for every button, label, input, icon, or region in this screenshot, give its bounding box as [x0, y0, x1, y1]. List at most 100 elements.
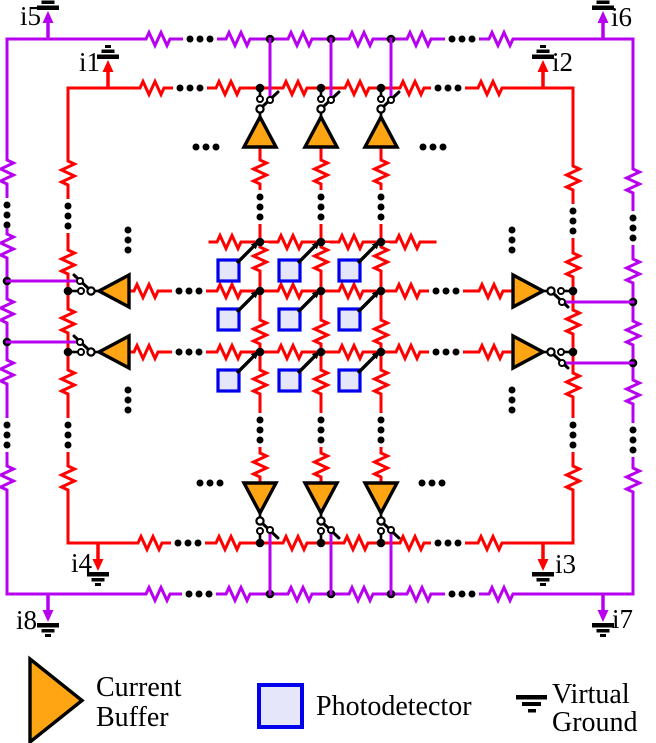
resistor-icon [472, 533, 508, 553]
ellipsis-dots-icon [171, 537, 205, 549]
current-buffer-right-1 [511, 273, 573, 309]
resistor-icon [401, 29, 437, 49]
terminal-label: i7 [612, 604, 633, 634]
ellipsis-dots-icon [122, 223, 134, 257]
switch-contact [317, 527, 325, 535]
switch-contact [557, 348, 565, 356]
resistor-icon [140, 29, 176, 49]
resistor-icon [220, 584, 256, 604]
ellipsis-dots-icon [375, 413, 387, 447]
ellipsis-dots-icon [173, 82, 207, 94]
legend-current-buffer-line2: Buffer [96, 702, 169, 733]
red-wire-network [58, 78, 583, 553]
legend: Current Buffer Photodetector Virtual Gro… [28, 655, 638, 743]
resistor-icon [390, 232, 426, 252]
switch-pivot [546, 347, 556, 357]
resistor-icon [0, 293, 17, 329]
resistor-icon [211, 281, 247, 301]
terminal-label: i3 [555, 549, 576, 579]
resistor-icon [132, 533, 168, 553]
switch-contact [377, 95, 385, 103]
terminal-i4: i4 [71, 541, 111, 588]
switch-contact [327, 96, 335, 104]
ellipsis-dots-icon [429, 346, 463, 358]
resistor-icon [211, 342, 247, 362]
resistor-icon [210, 78, 246, 98]
terminal-i2: i2 [530, 43, 573, 90]
current-buffer-top-3 [363, 88, 401, 149]
resistor-icon [483, 584, 519, 604]
terminal-label: i1 [79, 47, 100, 77]
resistor-icon [272, 232, 308, 252]
current-buffer-icon [363, 481, 399, 515]
switch-pivot [316, 104, 326, 114]
current-buffer-bottom-2 [303, 481, 341, 543]
ellipsis-dots-icon [375, 190, 387, 224]
right-red-bus [563, 160, 583, 496]
resistor-icon [563, 367, 583, 403]
resistor-icon [250, 447, 270, 483]
resistor-icon [311, 364, 331, 400]
terminal-label: i2 [552, 47, 573, 77]
switch-contact [387, 96, 395, 104]
switch-contact [256, 95, 264, 103]
terminal-i8: i8 [16, 592, 61, 639]
legend-virtual-ground-line1: Virtual [552, 679, 630, 710]
switch-contact [77, 287, 85, 295]
resistor-icon [128, 281, 164, 301]
resistor-icon [563, 460, 583, 496]
virtual-ground-icon [35, 592, 61, 639]
resistor-icon [58, 155, 78, 191]
resistor-icon [338, 533, 374, 553]
resistor-icon [623, 374, 643, 410]
ellipsis-dots-icon [567, 418, 579, 452]
resistor-icon [623, 253, 643, 289]
switch-contact [256, 527, 264, 535]
current-buffer-left-1 [68, 273, 131, 309]
ellipsis-dots-icon [122, 383, 134, 417]
ellipsis-dots-icon [506, 223, 518, 257]
resistor-icon [401, 584, 437, 604]
resistor-icon [211, 232, 247, 252]
current-buffers [68, 88, 573, 543]
switch-pivot [255, 104, 265, 114]
ellipsis-dots-icon [431, 537, 465, 549]
switch-pivot [255, 516, 265, 526]
switch-pivot [86, 347, 96, 357]
resistor-icon [343, 584, 379, 604]
switch-contact [327, 526, 335, 534]
ellipsis-dots-icon [315, 190, 327, 224]
terminal-label: i8 [16, 605, 37, 635]
ellipsis-dots-icon [254, 190, 266, 224]
ellipsis-dots-icon [429, 285, 463, 297]
current-buffer-icon [511, 334, 545, 370]
left-red-bus [58, 155, 78, 496]
resistor-icon [623, 462, 643, 498]
resistor-icon [277, 78, 313, 98]
switch-pivot [546, 286, 556, 296]
current-buffer-bottom-1 [242, 481, 280, 543]
resistor-icon [250, 314, 270, 350]
current-buffer-left-2 [68, 334, 131, 370]
resistor-icon [390, 281, 426, 301]
current-buffer-legend-icon [28, 655, 85, 743]
resistor-icon [311, 447, 331, 483]
resistor-icon [623, 163, 643, 199]
grid-column-resistors [250, 154, 391, 483]
switch-contact [558, 359, 566, 367]
current-buffer-icon [363, 115, 399, 149]
resistor-icon [58, 244, 78, 280]
resistor-icon [339, 78, 375, 98]
terminal-label: i6 [611, 2, 632, 32]
switch-contact [558, 298, 566, 306]
ellipsis-dots-icon [627, 423, 639, 457]
ellipsis-dots-icon [172, 285, 206, 297]
resistor-icon [58, 364, 78, 400]
ellipsis-dots-icon [193, 477, 227, 489]
ellipsis-dots-icon [1, 418, 13, 452]
right-purple-bus [623, 163, 643, 498]
ellipsis-dots-icon [445, 33, 479, 45]
resistor-icon [390, 342, 426, 362]
switch-pivot [86, 286, 96, 296]
